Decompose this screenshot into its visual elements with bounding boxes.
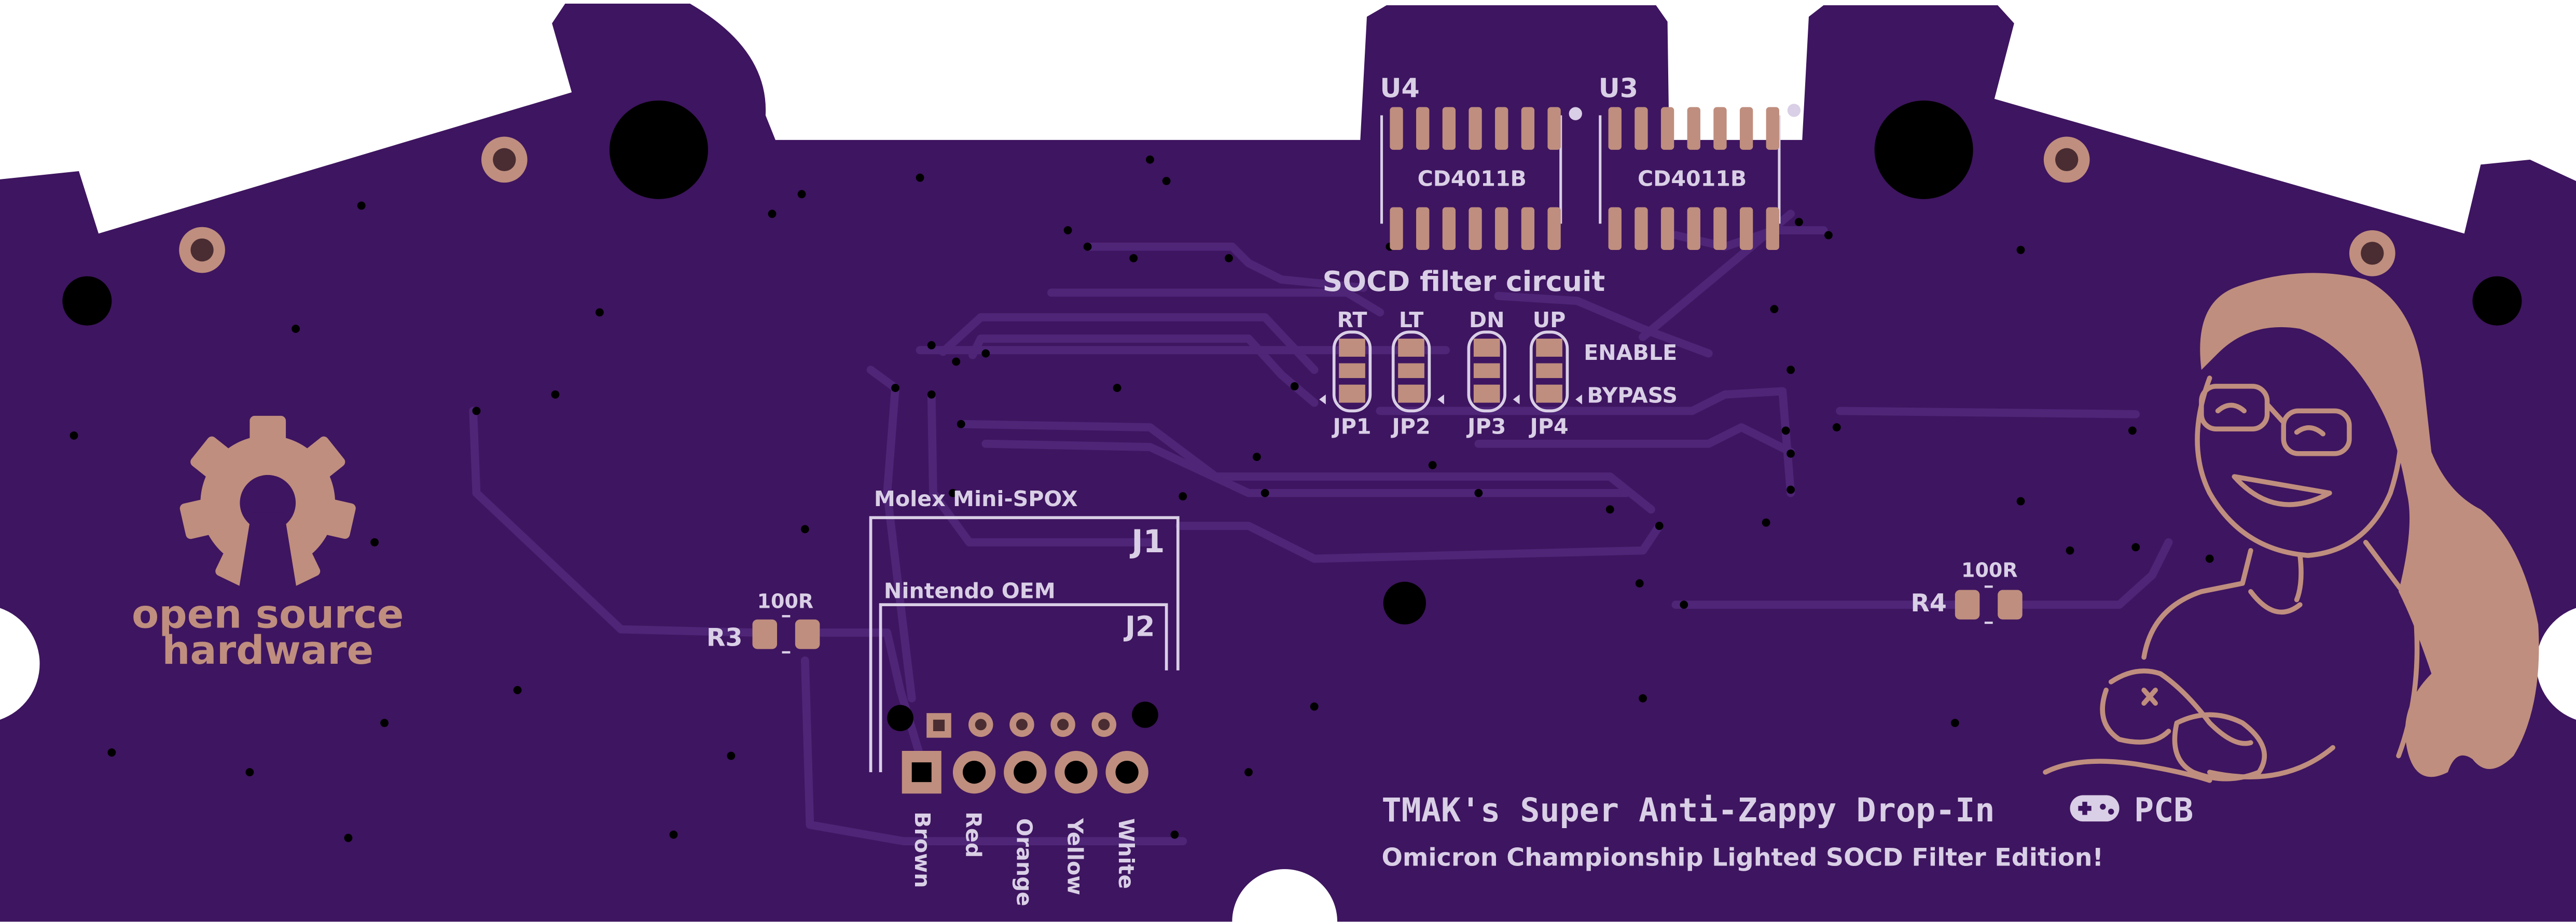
jumper-top-label: UP bbox=[1533, 308, 1566, 332]
solder-jumper-jp1[interactable]: RT JP1 bbox=[1319, 308, 1372, 439]
connector-j1: Molex Mini-SPOX J1 bbox=[869, 486, 1180, 773]
jumper-ref-label: JP2 bbox=[1390, 414, 1430, 439]
gamepad-icon bbox=[2070, 795, 2120, 822]
solder-jumper-jp2[interactable]: LT JP2 bbox=[1390, 308, 1444, 439]
resistor-ref: R4 bbox=[1910, 589, 1947, 618]
board-subtitle: Omicron Championship Lighted SOCD Filter… bbox=[1382, 844, 2104, 872]
solder-jumper-jp3[interactable]: DN JP3 bbox=[1466, 308, 1520, 439]
wire-label-yellow: Yellow bbox=[1063, 818, 1088, 895]
jumper-top-label: LT bbox=[1399, 308, 1423, 332]
chip-ref: U3 bbox=[1599, 73, 1638, 103]
connector-ref: J2 bbox=[1123, 610, 1155, 642]
board-title-suffix: PCB bbox=[2134, 791, 2193, 829]
board-outline bbox=[0, 3, 2576, 922]
jumper-ref-label: JP1 bbox=[1331, 414, 1371, 439]
solder-jumper-jp4[interactable]: UP JP4 bbox=[1529, 308, 1582, 439]
wire-label-orange: Orange bbox=[1012, 818, 1036, 906]
connector-name: Nintendo OEM bbox=[884, 578, 1056, 603]
board-title: TMAK's Super Anti-Zappy Drop-In bbox=[1382, 791, 1995, 829]
resistor-r3: 100R R3 bbox=[707, 590, 820, 654]
jumper-top-label: RT bbox=[1337, 308, 1367, 332]
vias bbox=[70, 155, 2214, 842]
chip-part-label: CD4011B bbox=[1638, 166, 1747, 191]
connector-name: Molex Mini-SPOX bbox=[874, 486, 1078, 511]
wire-label-white: White bbox=[1114, 818, 1139, 889]
connector-j2: Nintendo OEM J2 bbox=[879, 578, 1168, 773]
wire-label-red: Red bbox=[961, 812, 986, 858]
oshw-text-line2: hardware bbox=[162, 627, 373, 673]
chip-part-label: CD4011B bbox=[1418, 166, 1527, 191]
chip-u4: U4 CD4011B bbox=[1380, 73, 1582, 250]
jumper-ref-label: JP4 bbox=[1529, 414, 1569, 439]
traces bbox=[469, 209, 2173, 846]
socd-jumper-block: SOCD filter circuit RT JP1 LT JP2 DN bbox=[1319, 265, 1678, 439]
connector-pads bbox=[902, 712, 1148, 794]
chip-u3: U3 CD4011B bbox=[1599, 73, 1801, 250]
mascot-artwork bbox=[2043, 273, 2539, 783]
jumper-ref-label: JP3 bbox=[1466, 414, 1506, 439]
title-block: TMAK's Super Anti-Zappy Drop-In PCB Omic… bbox=[1382, 791, 2194, 872]
mounting-holes bbox=[62, 100, 2522, 731]
oshw-gear-icon bbox=[179, 415, 356, 593]
enable-label: ENABLE bbox=[1584, 340, 1677, 365]
resistor-ref: R3 bbox=[707, 623, 743, 652]
jumper-top-label: DN bbox=[1469, 308, 1505, 332]
plated-holes bbox=[179, 136, 2395, 276]
resistor-value: 100R bbox=[1961, 558, 2018, 581]
wire-labels: Brown Red Orange Yellow White bbox=[910, 812, 1139, 906]
socd-title: SOCD filter circuit bbox=[1323, 265, 1605, 298]
resistor-value: 100R bbox=[757, 590, 814, 612]
oshw-text-line1: open source bbox=[132, 591, 404, 637]
wire-label-brown: Brown bbox=[910, 812, 935, 888]
oshw-logo: open source hardware bbox=[132, 415, 404, 673]
resistor-r4: 100R R4 bbox=[1910, 558, 2023, 624]
chip-ref: U4 bbox=[1380, 73, 1419, 103]
bypass-label: BYPASS bbox=[1587, 383, 1678, 408]
connector-ref: J1 bbox=[1129, 524, 1165, 560]
